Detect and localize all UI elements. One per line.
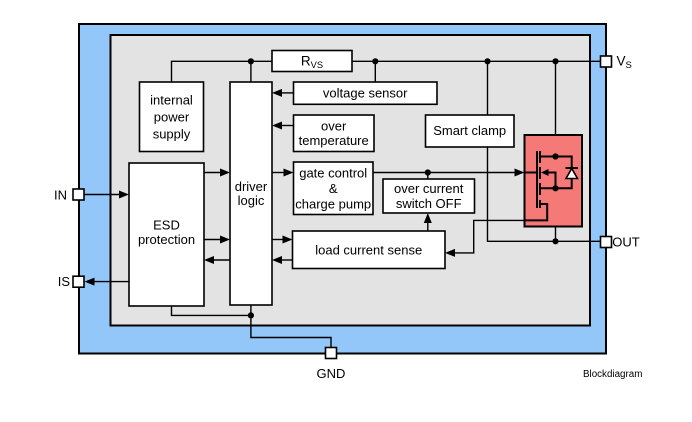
svg-text:&: & [329, 181, 338, 196]
svg-text:protection: protection [138, 232, 195, 247]
svg-text:ESD: ESD [153, 217, 180, 232]
svg-text:power: power [154, 110, 190, 125]
svg-text:gate control: gate control [299, 165, 367, 180]
svg-text:temperature: temperature [299, 133, 369, 148]
svg-text:GND: GND [317, 366, 346, 381]
svg-text:IN: IN [54, 187, 67, 202]
svg-text:IS: IS [58, 274, 71, 289]
svg-text:supply: supply [153, 127, 191, 142]
svg-text:switch OFF: switch OFF [396, 196, 462, 211]
svg-text:internal: internal [150, 93, 193, 108]
svg-text:over: over [321, 118, 347, 133]
svg-text:charge pump: charge pump [295, 197, 371, 212]
svg-text:voltage sensor: voltage sensor [323, 86, 408, 101]
svg-text:load current sense: load current sense [315, 242, 422, 257]
svg-text:VS: VS [617, 53, 632, 71]
svg-text:Blockdiagram: Blockdiagram [583, 369, 642, 380]
svg-text:over current: over current [394, 181, 464, 196]
svg-text:logic: logic [238, 193, 265, 208]
svg-text:Smart clamp: Smart clamp [433, 123, 506, 138]
svg-text:OUT: OUT [612, 235, 640, 250]
svg-text:driver: driver [235, 179, 268, 194]
